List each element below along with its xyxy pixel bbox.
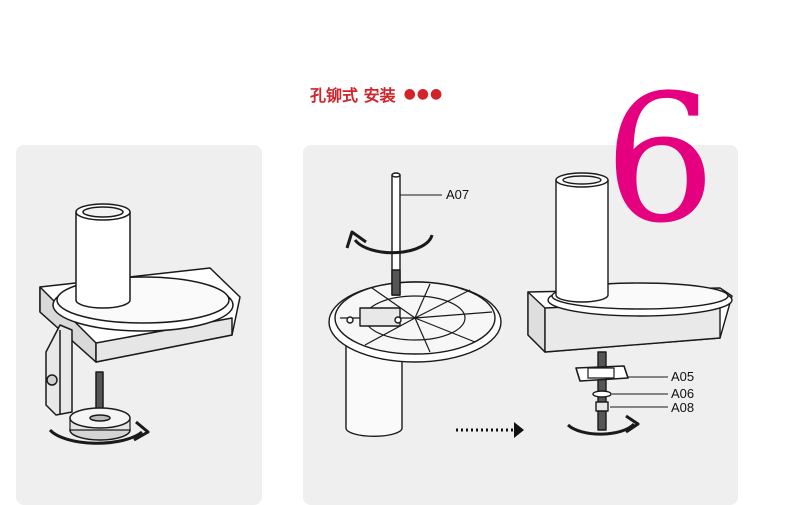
base-disc-illustration <box>328 172 502 437</box>
step-number: 6 <box>604 57 716 262</box>
title-dots: ●●● <box>403 86 444 102</box>
final-mounted-illustration <box>527 172 733 436</box>
label-a07: A07 <box>446 187 470 202</box>
section-title: 孔铆式 安装 ●●● <box>310 82 443 106</box>
label-a05: A05 <box>671 369 695 384</box>
mounted-stand-illustration <box>39 203 241 445</box>
label-a08: A08 <box>671 400 695 415</box>
label-a06: A06 <box>671 386 695 401</box>
next-step-arrow <box>456 422 524 438</box>
title-text: 孔铆式 安装 <box>310 86 396 105</box>
